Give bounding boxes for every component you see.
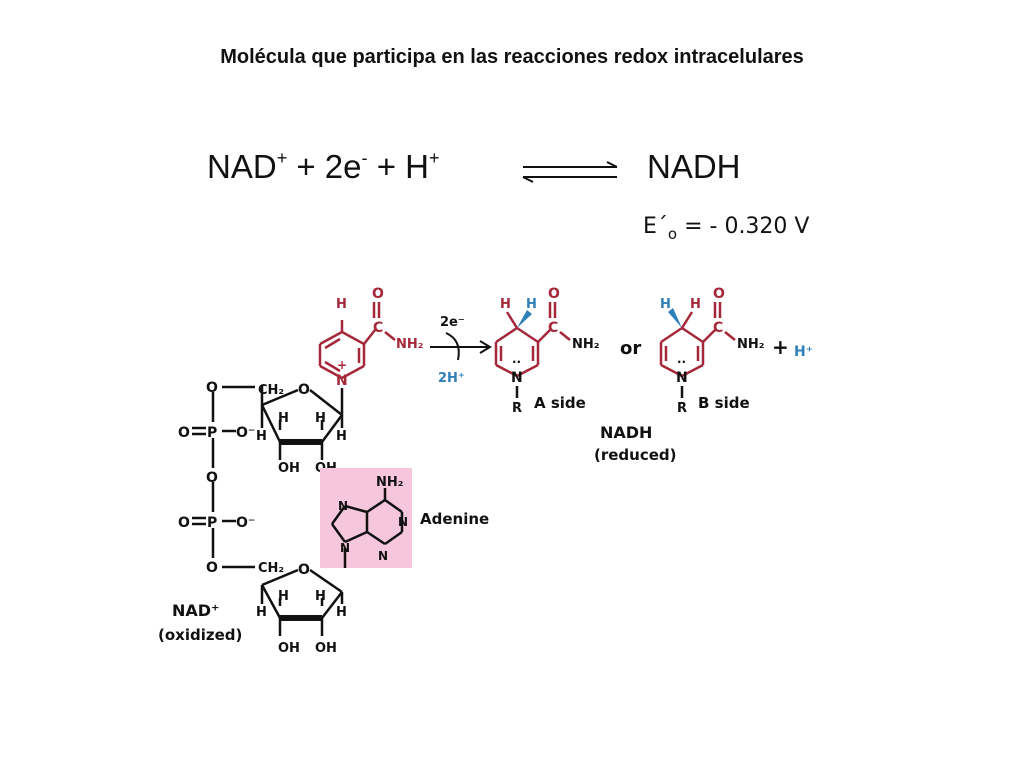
- nadh-label: NADH: [600, 423, 652, 442]
- nad-structure-diagram: H O C NH₂ N + O CH₂ H H H H OH OH: [158, 286, 813, 656]
- nitrogen: N: [398, 515, 408, 529]
- ch2-group: CH₂: [258, 561, 284, 576]
- ring-oxygen: O: [298, 562, 310, 578]
- h-atom: H: [315, 411, 326, 426]
- nad-label: NAD⁺: [172, 601, 220, 620]
- amide-nh2: NH₂: [737, 337, 764, 352]
- adenine-ring: [330, 488, 404, 568]
- transferred-h-atom: H: [660, 297, 671, 312]
- phosphate-oxygen: O: [178, 515, 190, 531]
- oxidized-label: (oxidized): [158, 626, 242, 644]
- carbon-atom: C: [713, 320, 723, 336]
- h-atom: H: [315, 589, 326, 604]
- carbon-atom: C: [548, 320, 558, 336]
- lower-ribose: [260, 568, 344, 636]
- phosphorus: P: [207, 425, 217, 441]
- plus-charge: +: [276, 148, 288, 168]
- phosphate-oxygen: O: [178, 425, 190, 441]
- potential-subscript: o: [667, 225, 678, 243]
- electrons-label: 2e⁻: [440, 315, 465, 330]
- h-bond: [505, 311, 519, 329]
- lone-pair: ··: [512, 355, 521, 369]
- h-atom: H: [500, 297, 511, 312]
- h-bond: [680, 311, 694, 329]
- or-label: or: [620, 338, 641, 359]
- reduction-potential: E´o = - 0.320 V: [643, 214, 809, 243]
- wedge-bond-icon: [668, 308, 682, 328]
- lone-pair: ··: [677, 355, 686, 369]
- ring-oxygen: O: [298, 382, 310, 398]
- h-atom: H: [336, 605, 347, 620]
- adenine-label: Adenine: [420, 510, 489, 528]
- h-atom: H: [336, 297, 347, 312]
- nitrogen: N: [340, 541, 350, 555]
- reaction-arrow-icon: [430, 332, 492, 361]
- nicotinamide-ring-b-side: [659, 302, 736, 378]
- nicotinamide-ring-a-side: [494, 302, 571, 378]
- potential-value: = - 0.320 V: [677, 214, 810, 239]
- electrons-text: + 2e: [287, 148, 362, 185]
- h-atom: H: [256, 429, 267, 444]
- slide-title: Molécula que participa en las reacciones…: [220, 46, 804, 68]
- h-atom: H: [336, 429, 347, 444]
- h-plus-label: H⁺: [794, 344, 813, 360]
- pyrophosphate: [192, 385, 255, 569]
- h-atom: H: [278, 411, 289, 426]
- nitrogen: N: [338, 499, 348, 513]
- amide-nh2: NH₂: [572, 337, 599, 352]
- r-group: R: [677, 401, 687, 416]
- phosphorus: P: [207, 515, 217, 531]
- transferred-h-atom: H: [526, 297, 537, 312]
- proton-text: + H: [367, 148, 429, 185]
- hydroxyl: OH: [278, 461, 300, 476]
- ring-nitrogen: N: [511, 370, 523, 386]
- bridging-oxygen: O: [206, 470, 218, 486]
- hydroxyl: OH: [278, 641, 300, 656]
- phosphate-oxygen: O: [206, 380, 218, 396]
- phosphate-oxygen: O⁻: [236, 515, 255, 531]
- nitrogen: N: [378, 549, 388, 563]
- r-group: R: [512, 401, 522, 416]
- amide-nh2: NH₂: [396, 337, 423, 352]
- hydroxyl: OH: [315, 641, 337, 656]
- ring-nitrogen: N: [336, 373, 348, 389]
- b-side-label: B side: [698, 394, 750, 412]
- protons-label: 2H⁺: [438, 371, 465, 386]
- nicotinamide-ring-oxidized: [318, 302, 396, 380]
- adenine-nh2: NH₂: [376, 475, 403, 490]
- plus-charge: +: [337, 358, 347, 372]
- h-atom: H: [256, 605, 267, 620]
- h-atom: H: [278, 589, 289, 604]
- h-atom: H: [690, 297, 701, 312]
- carbon-atom: C: [373, 320, 383, 336]
- plus-charge-h: +: [428, 148, 440, 168]
- a-side-label: A side: [534, 394, 586, 412]
- ring-nitrogen: N: [676, 370, 688, 386]
- nad-text: NAD: [207, 148, 277, 185]
- minus-charge: -: [361, 148, 368, 168]
- carbonyl-oxygen: O: [372, 286, 384, 302]
- plus-sign: +: [772, 335, 789, 359]
- ch2-group: CH₂: [258, 383, 284, 398]
- equation-reactants: NAD+ + 2e- + H+: [207, 148, 440, 186]
- phosphate-oxygen: O: [206, 560, 218, 576]
- phosphate-oxygen: O⁻: [236, 425, 255, 441]
- equation-product: NADH: [647, 148, 741, 185]
- upper-ribose: [260, 385, 344, 460]
- wedge-bond-icon: [517, 310, 532, 328]
- reduced-label: (reduced): [594, 446, 677, 464]
- equilibrium-arrow-icon: [522, 161, 618, 183]
- carbonyl-oxygen: O: [548, 286, 560, 302]
- carbonyl-oxygen: O: [713, 286, 725, 302]
- potential-symbol: E´: [643, 214, 668, 239]
